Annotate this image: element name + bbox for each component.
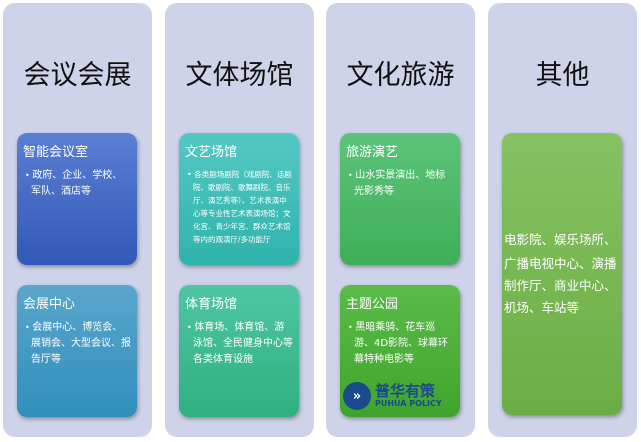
category-card: 文艺场馆各类剧场剧院（戏剧院、话剧院、歌剧院、歌舞剧院、音乐厅、演艺秀等）、艺术… <box>179 133 299 265</box>
card-text: 黑暗乘骑、花车巡游、4D影院、球幕环幕特种电影等 <box>346 320 454 368</box>
column-3: 文化旅游旅游演艺山水实景演出、地标光影秀等主题公园黑暗乘骑、花车巡游、4D影院、… <box>326 3 475 437</box>
category-card: 旅游演艺山水实景演出、地标光影秀等 <box>340 133 460 265</box>
column-2: 文体场馆文艺场馆各类剧场剧院（戏剧院、话剧院、歌剧院、歌舞剧院、音乐厅、演艺秀等… <box>165 3 314 437</box>
logo-icon: » <box>343 382 371 410</box>
column-title: 文化旅游 <box>346 60 455 91</box>
card-text: 各类剧场剧院（戏剧院、话剧院、歌剧院、歌舞剧院、音乐厅、演艺秀等）、艺术表演中心… <box>185 168 293 246</box>
category-card: 体育场馆体育场、体育馆、游泳馆、全民健身中心等各类体育设施 <box>179 285 299 417</box>
card-title: 会展中心 <box>23 297 76 312</box>
card-title: 主题公园 <box>346 297 399 312</box>
card-title: 旅游演艺 <box>346 145 399 160</box>
card-text: 政府、企业、学校、军队、酒店等 <box>23 168 131 200</box>
card-title: 文艺场馆 <box>185 145 238 160</box>
watermark-cn: 普华有策 <box>375 382 436 400</box>
column-title: 文体场馆 <box>185 60 294 91</box>
watermark-en: PUHUA POLICY <box>375 399 442 408</box>
column-1: 会议会展智能会议室政府、企业、学校、军队、酒店等会展中心会展中心、博览会、展销会… <box>3 3 152 437</box>
column-title: 会议会展 <box>23 60 132 91</box>
card-title: 体育场馆 <box>185 297 238 312</box>
category-card: 电影院、娱乐场所、广播电视中心、演播制作厅、商业中心、机场、车站等 <box>502 133 622 415</box>
card-text: 体育场、体育馆、游泳馆、全民健身中心等各类体育设施 <box>185 320 293 368</box>
column-title: 其他 <box>535 60 590 91</box>
card-text: 会展中心、博览会、展销会、大型会议、报告厅等 <box>23 320 131 368</box>
card-text: 山水实景演出、地标光影秀等 <box>346 168 454 200</box>
category-card: 智能会议室政府、企业、学校、军队、酒店等 <box>17 133 137 265</box>
column-4: 其他电影院、娱乐场所、广播电视中心、演播制作厅、商业中心、机场、车站等 <box>488 3 637 437</box>
card-text: 电影院、娱乐场所、广播电视中心、演播制作厅、商业中心、机场、车站等 <box>504 232 617 315</box>
card-title: 智能会议室 <box>23 145 89 160</box>
category-card: 会展中心会展中心、博览会、展销会、大型会议、报告厅等 <box>17 285 137 417</box>
